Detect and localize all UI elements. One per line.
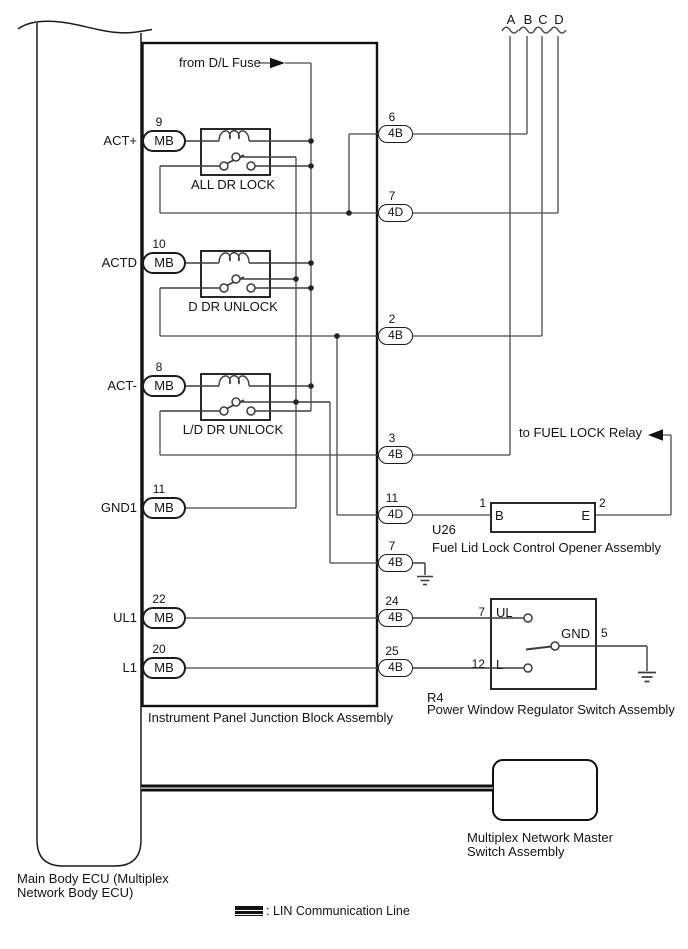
- u26-name: Fuel Lid Lock Control Opener Assembly: [432, 540, 662, 555]
- from-dl-fuse-label: from D/L Fuse: [179, 55, 261, 70]
- master-switch-label-line2: Switch Assembly: [467, 844, 565, 859]
- u26-terminal-e: E: [581, 508, 590, 523]
- r4-terminal-gnd: GND: [561, 626, 590, 641]
- pin-label-l1: L1: [122, 660, 137, 675]
- line-label-c: C: [538, 12, 548, 27]
- pin-label-act-minus: ACT-: [107, 378, 137, 393]
- connector-oval-mb: MB: [142, 130, 186, 152]
- to-fuel-lock-label: to FUEL LOCK Relay: [519, 425, 643, 440]
- pin-number: 8: [155, 360, 163, 374]
- connector-oval-4b: 4B: [378, 554, 413, 572]
- connector-oval-4b: 4B: [378, 659, 413, 677]
- u26-pin-1: 1: [479, 496, 486, 510]
- pin-number: 22: [152, 592, 166, 606]
- pin-number: 7: [388, 539, 396, 553]
- r4-terminal-l: L: [496, 657, 504, 672]
- ecu-break-wave: [17, 20, 153, 34]
- u26-pin-2: 2: [599, 496, 606, 510]
- connector-oval-4b: 4B: [378, 327, 413, 345]
- r4-code: R4: [427, 690, 444, 705]
- switch-icon: [160, 152, 311, 171]
- r4-name: Power Window Regulator Switch Assembly: [427, 702, 675, 717]
- pin-number: 10: [152, 237, 166, 251]
- connector-oval-4b: 4B: [378, 446, 413, 464]
- connector-oval-mb: MB: [142, 252, 186, 274]
- ecu-outline: [17, 20, 153, 867]
- r4-box: [490, 598, 597, 690]
- pin-number: 24: [385, 594, 399, 608]
- u26-box: [490, 502, 596, 533]
- pin-label-act-plus: ACT+: [103, 133, 137, 148]
- internal-wires: [159, 63, 378, 669]
- top-continuation-lines: [413, 26, 567, 456]
- pin-number: 7: [388, 189, 396, 203]
- ecu-label-line1: Main Body ECU (Multiplex: [17, 871, 169, 886]
- pin-number: 6: [388, 110, 396, 124]
- relay-boxes: [200, 128, 271, 421]
- junction-dots: [293, 138, 352, 405]
- ground-icon: [413, 562, 433, 586]
- from-dl-fuse-arrow-icon: [258, 57, 311, 69]
- u26-terminal-b: B: [495, 508, 504, 523]
- lin-legend-swatch: [235, 906, 263, 916]
- connector-oval-4d: 4D: [378, 506, 413, 524]
- relay-label-all-dr-lock: ALL DR LOCK: [190, 177, 276, 192]
- pin-number: 3: [388, 431, 396, 445]
- ground-icon: [638, 671, 656, 683]
- pin-number: 11: [152, 482, 166, 496]
- r4-pin-12: 12: [471, 657, 485, 671]
- junction-block-label: Instrument Panel Junction Block Assembly: [148, 710, 393, 725]
- connector-oval-4d: 4D: [378, 204, 413, 222]
- pin-number: 2: [388, 312, 396, 326]
- master-switch-label-line1: Multiplex Network Master: [467, 830, 613, 845]
- pin-number: 9: [155, 115, 163, 129]
- pin-number: 25: [385, 644, 399, 658]
- lin-communication-line: [141, 784, 493, 792]
- master-switch-box: [492, 759, 598, 821]
- relay-label-d-dr-unlock: D DR UNLOCK: [188, 299, 278, 314]
- connector-oval-mb: MB: [142, 607, 186, 629]
- ecu-label-line2: Network Body ECU): [17, 885, 134, 900]
- switch-icon: [160, 397, 330, 416]
- pin-number: 20: [152, 642, 166, 656]
- r4-terminal-ul: UL: [496, 605, 513, 620]
- coil-icon: [186, 252, 311, 264]
- connector-oval-4b: 4B: [378, 609, 413, 627]
- pin-number: 11: [385, 491, 399, 505]
- r4-switch-symbols: [413, 613, 656, 683]
- connector-oval-mb: MB: [142, 657, 186, 679]
- coil-icon: [186, 130, 311, 142]
- junction-block-box: [141, 41, 379, 708]
- line-label-d: D: [554, 12, 564, 27]
- connector-oval-mb: MB: [142, 497, 186, 519]
- r4-pin-5: 5: [601, 626, 608, 640]
- relay-label-ld-dr-unlock: L/D DR UNLOCK: [182, 422, 284, 437]
- line-label-a: A: [506, 12, 516, 27]
- ecu-body: [36, 23, 142, 867]
- switch-icon: [160, 274, 311, 293]
- r4-pin-7: 7: [478, 605, 485, 619]
- u26-code: U26: [432, 522, 456, 537]
- connector-oval-mb: MB: [142, 375, 186, 397]
- connector-oval-4b: 4B: [378, 125, 413, 143]
- line-label-b: B: [523, 12, 533, 27]
- to-fuel-lock-arrow-icon: [595, 429, 672, 516]
- pin-label-ul1: UL1: [113, 610, 137, 625]
- pin-label-actd: ACTD: [101, 255, 137, 270]
- coil-icon: [186, 375, 311, 387]
- break-tilde-icons: [501, 26, 567, 34]
- relay-symbols: [160, 130, 330, 416]
- pin-label-gnd1: GND1: [100, 500, 137, 515]
- lin-legend-text: : LIN Communication Line: [266, 904, 410, 918]
